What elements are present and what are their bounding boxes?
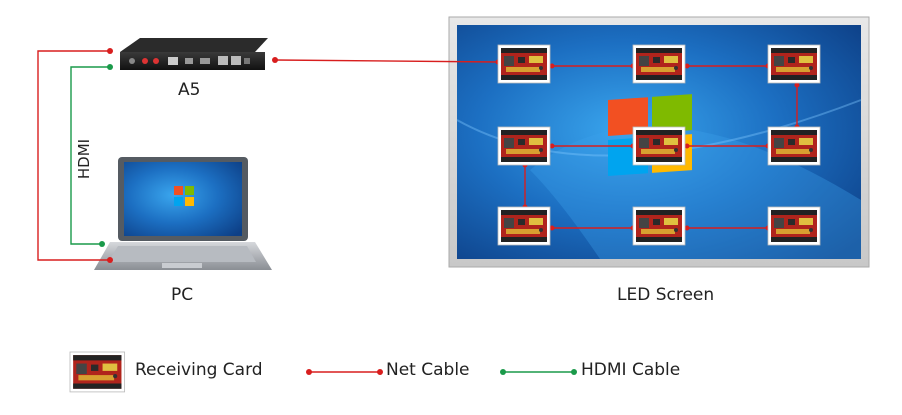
receiving-card [767, 206, 821, 246]
led-screen-label: LED Screen [617, 285, 715, 305]
legend [69, 351, 577, 393]
receiving-card [497, 206, 551, 246]
legend-receiving-card-label: Receiving Card [135, 360, 263, 380]
net-cable-connections [37, 50, 798, 261]
hdmi-label: HDMI [75, 138, 94, 180]
receiving-cards [497, 44, 821, 246]
receiving-card [767, 44, 821, 84]
receiving-card [767, 126, 821, 166]
legend-net-cable-line [306, 369, 383, 375]
receiving-card [497, 44, 551, 84]
controller-label: A5 [178, 80, 201, 100]
pc-label: PC [171, 285, 194, 305]
receiving-card [497, 126, 551, 166]
receiving-card [632, 206, 686, 246]
controller-a5 [120, 38, 268, 70]
legend-hdmi-cable-label: HDMI Cable [581, 360, 681, 380]
legend-hdmi-cable-line [500, 369, 577, 375]
receiving-card [632, 126, 686, 166]
receiving-card [632, 44, 686, 84]
legend-net-cable-label: Net Cable [386, 360, 470, 380]
legend-receiving-card-icon [69, 351, 126, 393]
pc-laptop [94, 157, 272, 270]
hdmi-cable-connection [70, 64, 113, 247]
